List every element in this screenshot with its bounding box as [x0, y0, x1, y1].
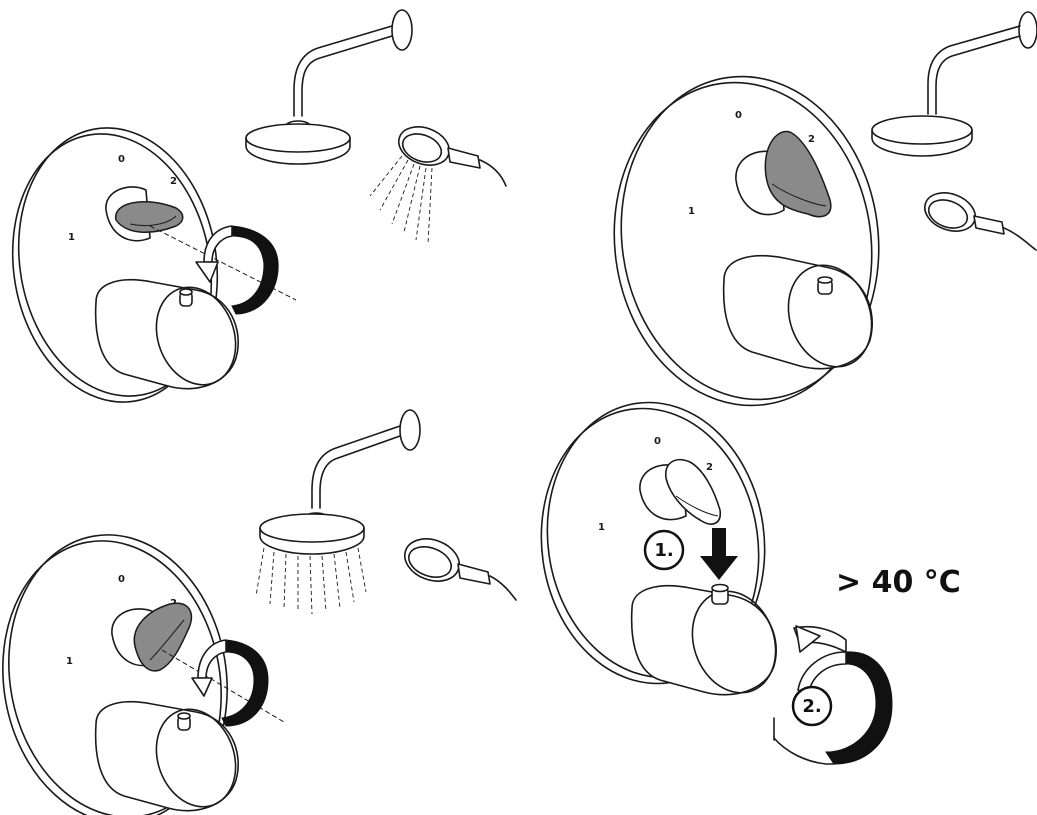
dial-label-2: 2 — [808, 134, 815, 145]
dial-label-0: 0 — [118, 574, 125, 585]
hand-shower — [919, 186, 1036, 250]
dial-label-1: 1 — [66, 656, 73, 667]
thermostat-handle[interactable] — [632, 579, 790, 704]
temperature-label: > 40 °C — [836, 565, 961, 600]
dial-label-0: 0 — [735, 110, 742, 121]
step-1-badge: 1. — [645, 531, 683, 569]
overhead-shower — [872, 12, 1037, 156]
dial-label-1: 1 — [68, 232, 75, 243]
panel-overhead-shower-on: 0 2 1 — [0, 410, 516, 815]
dial-label-2: 2 — [170, 176, 177, 187]
dial-label-1: 1 — [688, 206, 695, 217]
overhead-shower — [256, 410, 420, 614]
dial-label-0: 0 — [118, 154, 125, 165]
panel-off: 0 2 1 — [594, 12, 1037, 422]
rotation-arrow — [774, 626, 892, 764]
step-2-badge: 2. — [793, 687, 831, 725]
step-2-label: 2. — [802, 696, 821, 717]
overhead-shower — [246, 10, 412, 164]
panel-hand-shower-on: 0 2 1 — [0, 10, 506, 418]
step-1-label: 1. — [654, 540, 673, 561]
panel-temperature-override: 0 2 1 1. > 40 °C — [524, 388, 961, 764]
hand-shower — [399, 532, 516, 600]
dial-label-0: 0 — [654, 436, 661, 447]
wall-plate — [594, 60, 900, 422]
dial-label-2: 2 — [706, 462, 713, 473]
diverter-lever[interactable] — [116, 202, 183, 232]
dial-label-1: 1 — [598, 522, 605, 533]
hand-shower — [370, 120, 506, 244]
